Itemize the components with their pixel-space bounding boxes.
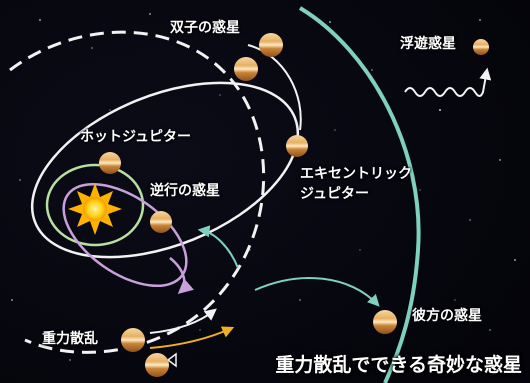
label-retrograde-planet: 逆行の惑星 <box>150 183 220 199</box>
label-hot-jupiter: ホットジュピター <box>80 129 192 145</box>
label-eccentric-jupiter-2: ジュピター <box>300 186 370 202</box>
planet-eccentric-jupiter <box>286 135 308 157</box>
distant-orbit-arc <box>298 6 421 383</box>
sun-icon <box>68 183 122 235</box>
hot-jupiter-orbit <box>45 163 145 247</box>
planet-twin-a <box>259 33 283 57</box>
planet-hot-jupiter <box>99 152 121 174</box>
label-rogue-planet: 浮遊惑星 <box>400 36 456 52</box>
rogue-wavy-path <box>404 67 492 97</box>
planet-distant <box>373 310 397 334</box>
planet-twin-b <box>234 57 258 81</box>
label-distant-planet: 彼方の惑星 <box>412 308 482 324</box>
teal-arrow-inner <box>197 225 239 269</box>
scatter-spark <box>166 352 177 368</box>
scatter-arrow-yellow <box>149 326 235 349</box>
planet-retrograde <box>150 211 172 233</box>
eccentric-orbit <box>30 81 300 259</box>
planet-scatter-a <box>121 328 145 352</box>
scatter-arrow-white <box>149 308 217 334</box>
label-twin-planets: 双子の惑星 <box>170 20 240 36</box>
label-gravitational-scattering: 重力散乱 <box>42 331 98 347</box>
planet-rogue <box>473 39 489 55</box>
twin-orbit-arc <box>247 44 302 131</box>
star-field <box>11 13 516 361</box>
retrograde-arrow <box>169 257 194 294</box>
teal-arrow-outer <box>254 277 380 307</box>
label-eccentric-jupiter-1: エキセントリック <box>300 166 412 182</box>
diagram-caption: 重力散乱でできる奇妙な惑星 <box>275 354 522 376</box>
planet-scatter-b <box>145 353 169 377</box>
